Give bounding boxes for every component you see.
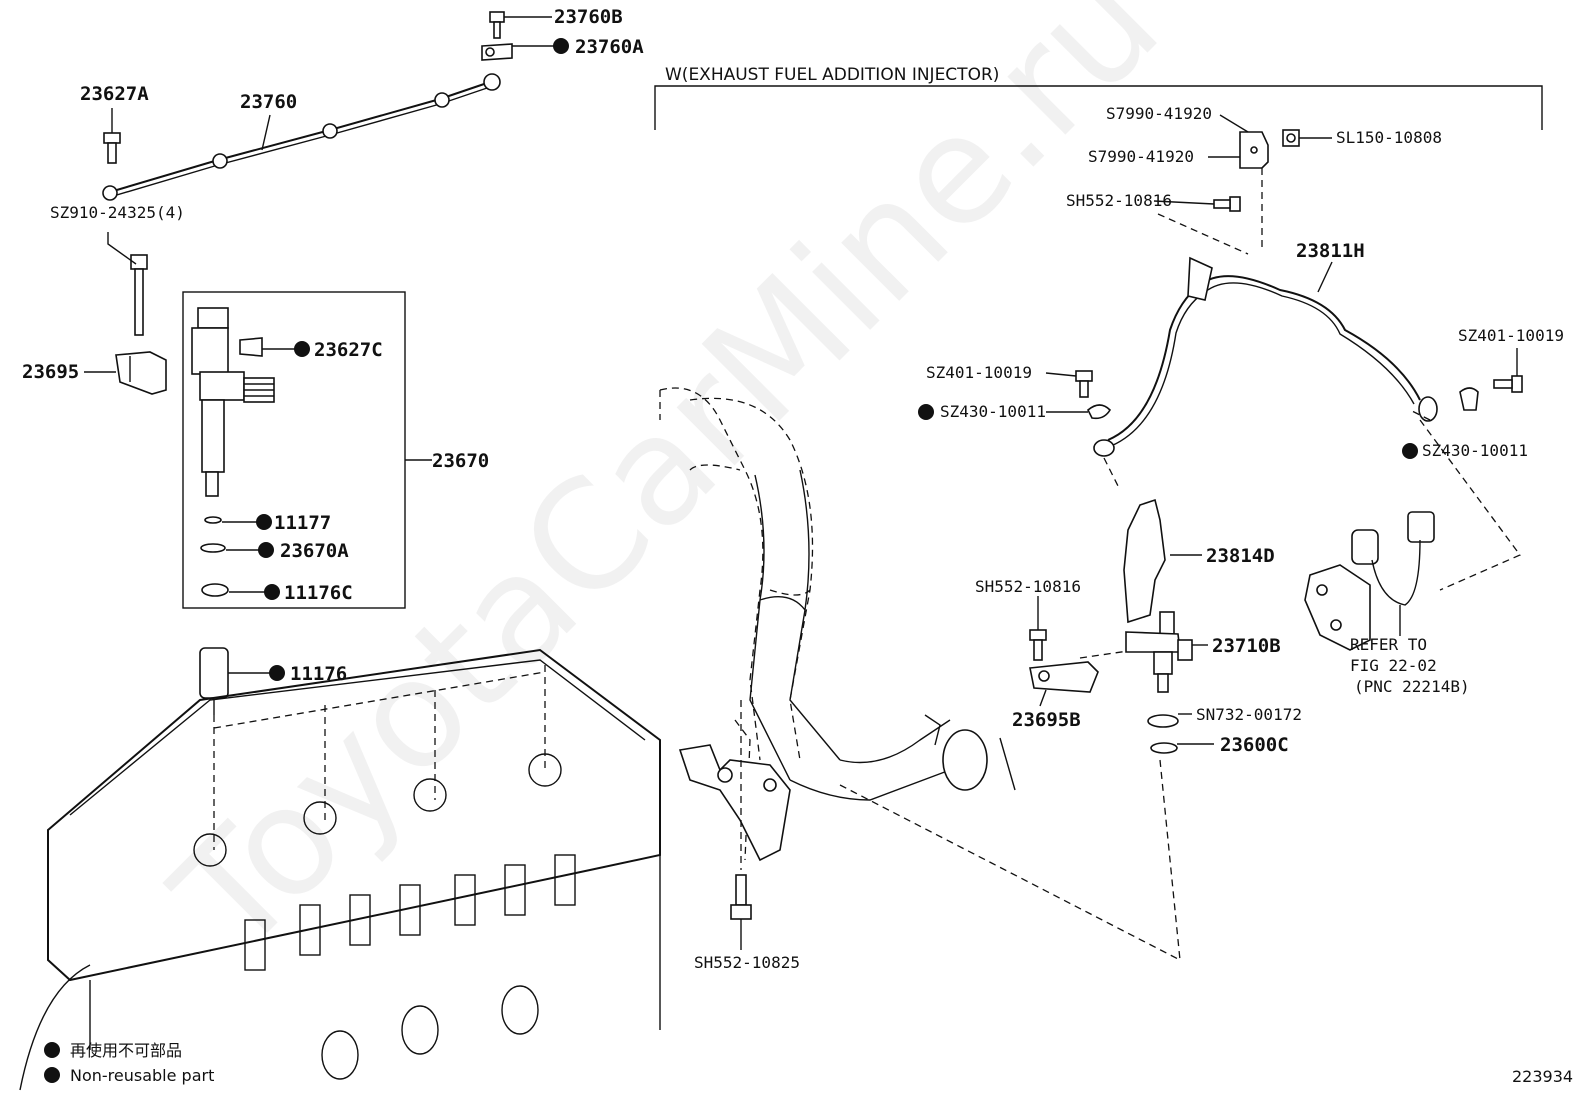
leader-lines: [84, 16, 1518, 950]
legend-dot-jp: [44, 1042, 60, 1058]
refer-line-1: REFER TO: [1350, 635, 1427, 654]
bolt-sh552-10825: [730, 874, 752, 920]
figure-number: 223934: [1512, 1067, 1573, 1086]
section-title: W(EXHAUST FUEL ADDITION INJECTOR): [665, 65, 999, 85]
wire-harness-23811h: [1093, 256, 1438, 457]
label-11177: 11177: [274, 512, 331, 534]
label-sz430-left: SZ430-10011: [940, 402, 1046, 421]
fuel-injector-23670: [191, 307, 275, 497]
label-sz401-right: SZ401-10019: [1458, 326, 1564, 345]
injector-23710b: [1125, 611, 1193, 693]
label-sz910: SZ910-24325(4): [50, 203, 185, 222]
exhaust-pipe: [749, 469, 1016, 801]
label-sh552-upper: SH552-10816: [1066, 191, 1172, 210]
exhaust-pipe-phantom: [659, 387, 814, 861]
nut-sl150: [1282, 129, 1300, 147]
section-bracket: [654, 85, 1543, 130]
label-sz401-left: SZ401-10019: [926, 363, 1032, 382]
bolt-23627a: [103, 132, 121, 164]
label-23627c: 23627C: [314, 339, 383, 361]
seal-11177: [204, 516, 222, 524]
label-sh552-10825: SH552-10825: [694, 953, 800, 972]
label-sn732: SN732-00172: [1196, 705, 1302, 724]
label-11176: 11176: [290, 663, 347, 685]
refer-line-2: FIG 22-02: [1350, 656, 1437, 675]
label-sl150: SL150-10808: [1336, 128, 1442, 147]
label-s7990-upper: S7990-41920: [1106, 104, 1212, 123]
clamp-23695: [115, 351, 167, 395]
clamp-sz430-right: [1459, 387, 1479, 411]
union-bolt-23760b: [489, 11, 505, 39]
alignment-lines-harness: [1103, 409, 1522, 591]
bolt-sh552-10816-lower: [1029, 629, 1047, 661]
watermark: ToyotaCarMine.ru: [142, 0, 1192, 986]
label-23814d: 23814D: [1206, 545, 1275, 567]
o-ring-23670a: [200, 543, 226, 553]
gasket-sn732: [1147, 714, 1179, 728]
label-23811h: 23811H: [1296, 240, 1365, 262]
label-s7990-lower: S7990-41920: [1088, 147, 1194, 166]
bracket-s7990: [1239, 131, 1269, 169]
connector-sensor: [1304, 511, 1435, 651]
injector-kit-box: [182, 291, 406, 609]
legend-jp: 再使用不可部品: [70, 1041, 182, 1060]
label-23760: 23760: [240, 91, 297, 113]
refer-line-3: (PNC 22214B): [1354, 677, 1470, 696]
callouts: 23760B 23760A 23627A 23760 SZ910-24325(4…: [22, 6, 1564, 972]
cylinder-head: [19, 648, 661, 1091]
label-23627a: 23627A: [80, 83, 149, 105]
bolt-sz401-left: [1075, 370, 1093, 398]
exhaust-bracket: [678, 744, 791, 862]
label-23760b: 23760B: [554, 6, 623, 28]
alignment-lines-left: [213, 665, 546, 850]
gasket-11176c: [201, 583, 229, 597]
insulator-23814d: [1123, 498, 1166, 624]
gasket-23760a: [481, 43, 513, 61]
legend-en: Non-reusable part: [70, 1066, 214, 1085]
bracket-23695b: [1029, 661, 1099, 693]
alignment-lines-upper: [1157, 168, 1263, 255]
label-sz430-right: SZ430-10011: [1422, 441, 1528, 460]
clamp-sz430-left: [1087, 404, 1112, 420]
non-reusable-markers: [256, 38, 1418, 681]
clip-23627c: [239, 337, 263, 357]
label-11176c: 11176C: [284, 582, 353, 604]
alignment-lines-exhaust: [740, 649, 1181, 961]
gasket-23600c: [1150, 742, 1178, 754]
leakage-pipe-23760: [102, 73, 501, 201]
legend: 再使用不可部品 Non-reusable part: [44, 1041, 214, 1085]
bolt-sz910: [130, 254, 148, 336]
label-23695: 23695: [22, 361, 79, 383]
label-23695b: 23695B: [1012, 709, 1081, 731]
label-23670a: 23670A: [280, 540, 349, 562]
label-23760a: 23760A: [575, 36, 644, 58]
label-sh552-lower: SH552-10816: [975, 577, 1081, 596]
bolt-sz401-right: [1493, 375, 1523, 393]
legend-dot-en: [44, 1067, 60, 1083]
label-23670: 23670: [432, 450, 489, 472]
label-23710b: 23710B: [1212, 635, 1281, 657]
label-23600c: 23600C: [1220, 734, 1289, 756]
bolt-sh552-10816-upper: [1213, 196, 1241, 212]
